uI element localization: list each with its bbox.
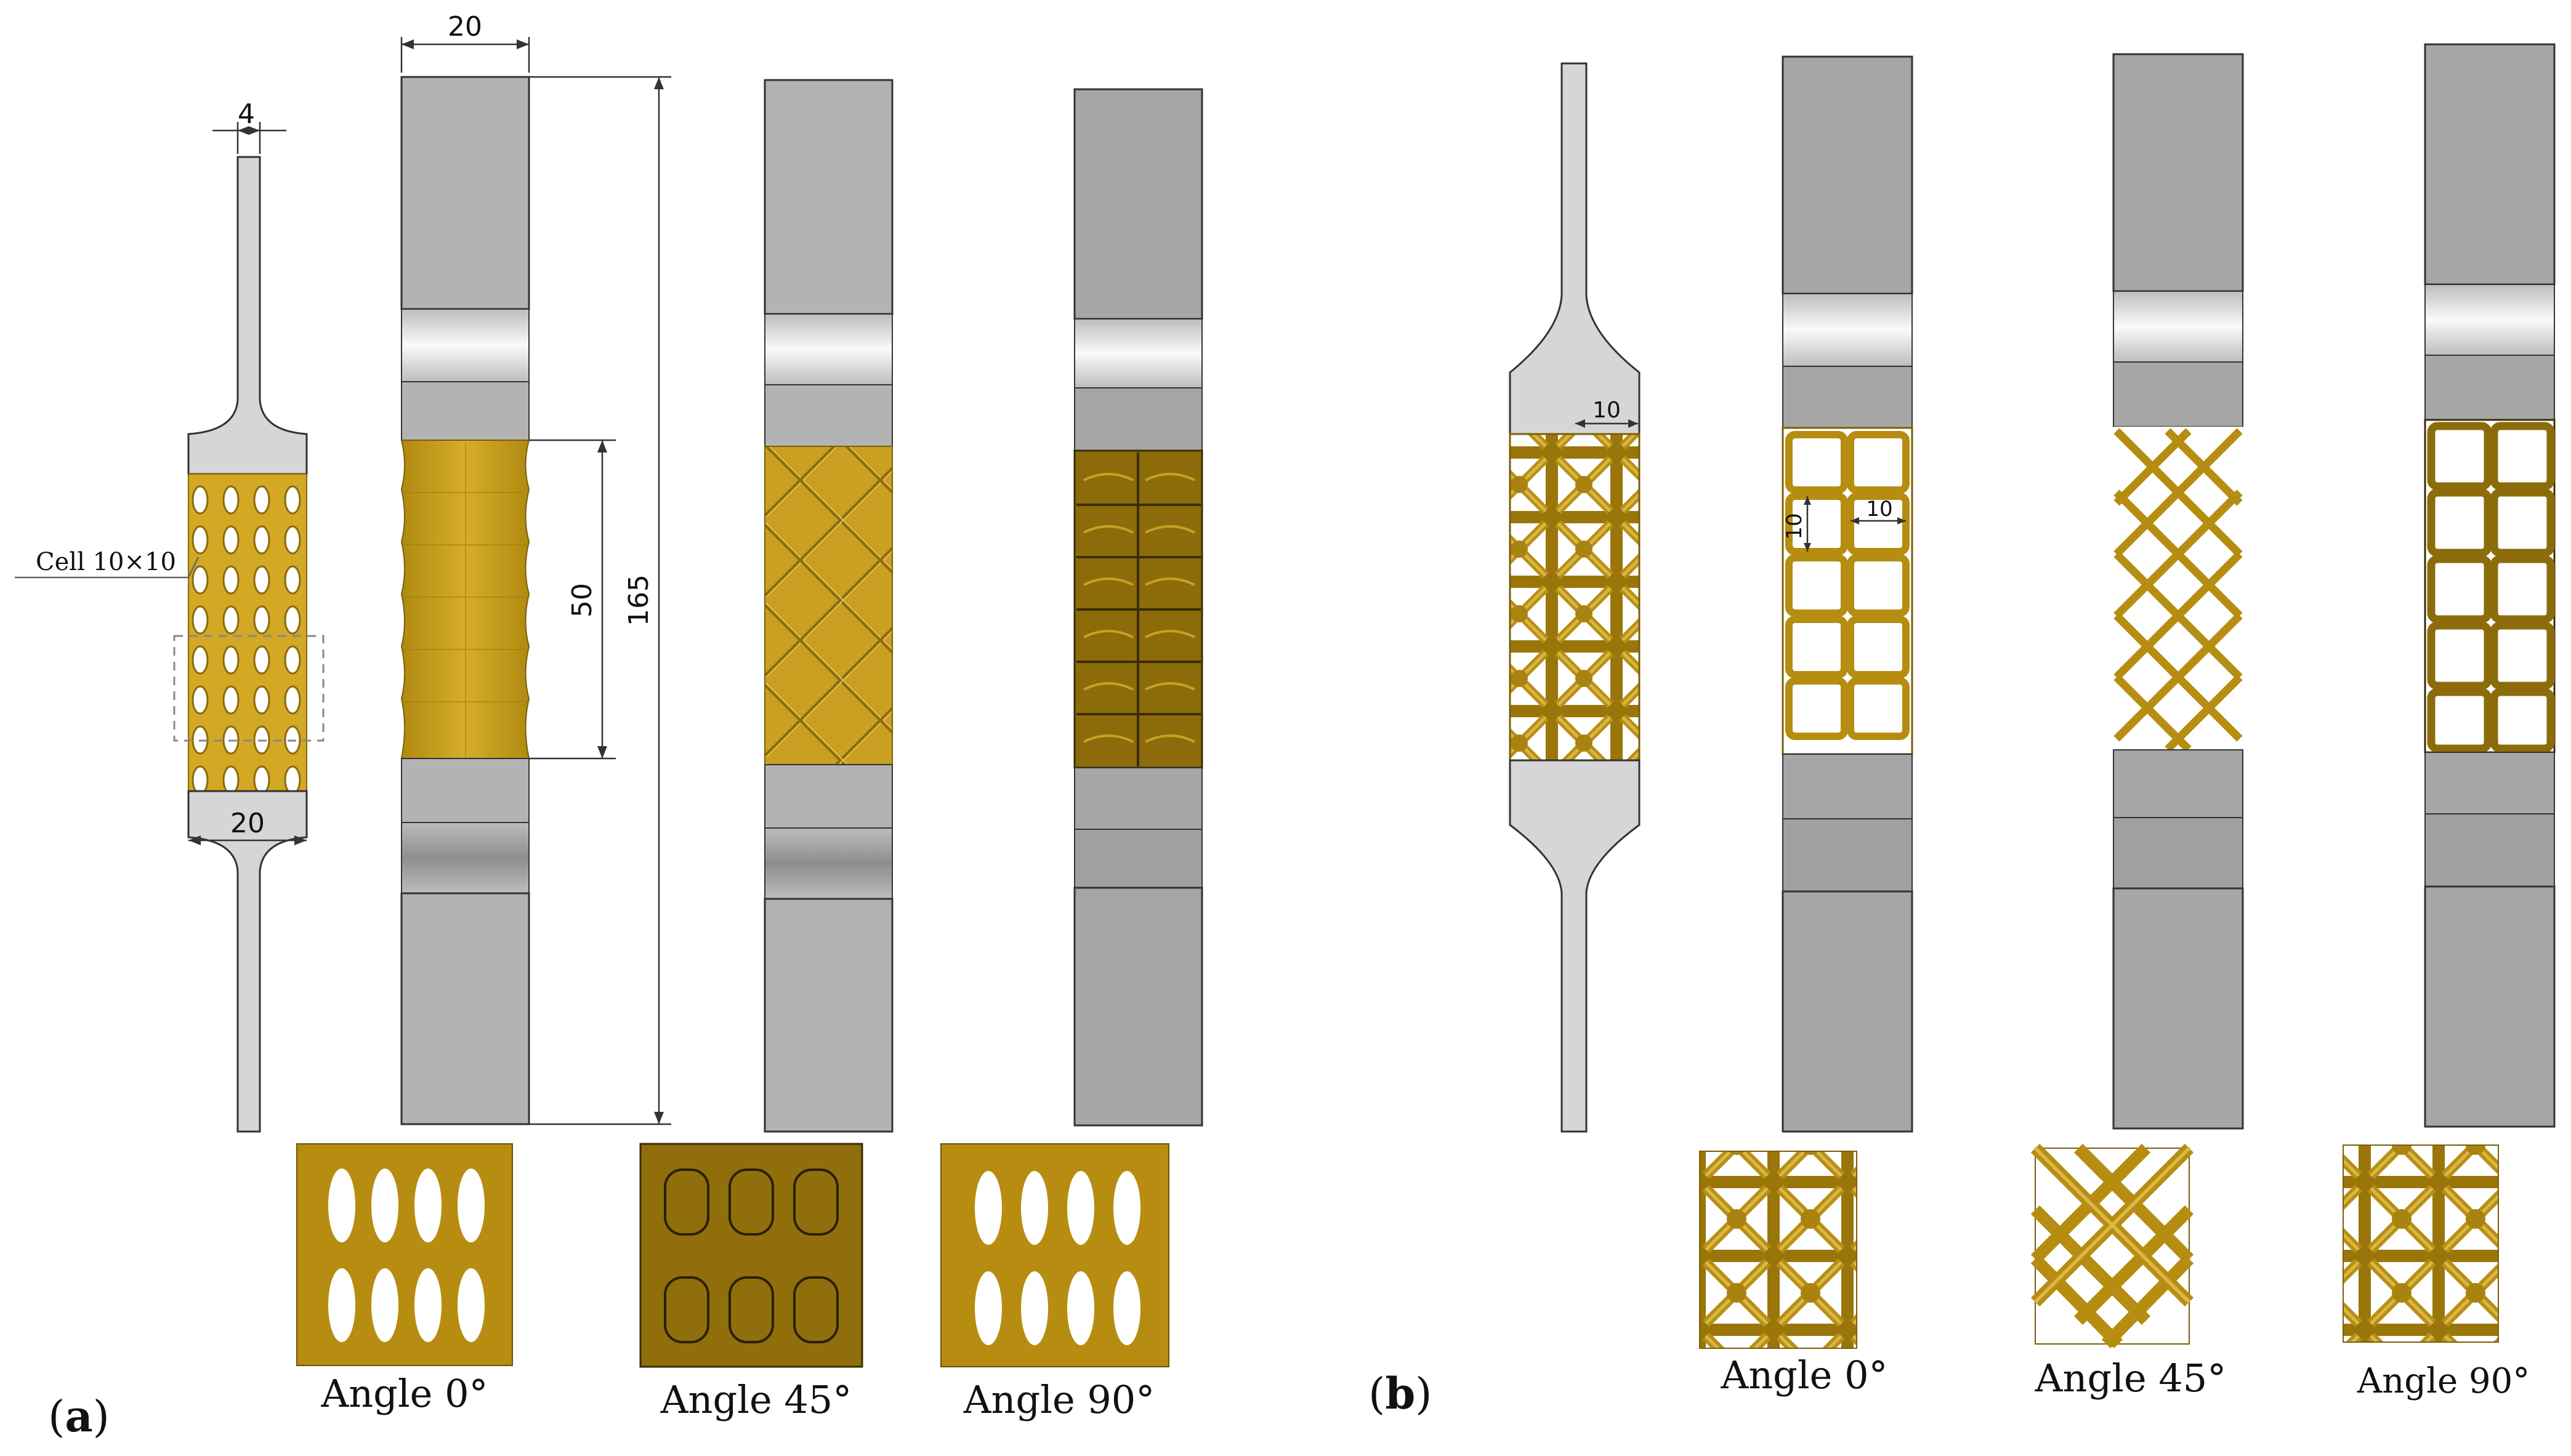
dim-neck-width-label: 4 (238, 99, 255, 130)
dim-bar-width-label: 20 (448, 11, 482, 42)
caption-a-0deg: Angle 0° (320, 1371, 488, 1416)
panel-b: 10 10 10 (1368, 43, 2556, 1419)
cell-size-label: Cell 10×10 (36, 548, 176, 576)
dim-grip-width: 20 (188, 808, 307, 845)
panel-label-a: (a) (48, 1391, 110, 1442)
panel-a: 4 Cell 10×10 20 (15, 11, 1203, 1442)
cell-size-callout: Cell 10×10 (15, 548, 200, 579)
caption-b-90deg: Angle 90° (2357, 1361, 2530, 1401)
bar-specimen-b-90deg (2424, 43, 2556, 1128)
unit-cell-a-90deg (940, 1143, 1169, 1367)
dim-cell-height-label: 10 (1782, 513, 1807, 539)
square-lattice-gauge (1785, 431, 1910, 740)
dark-square-lattice-gauge (2427, 422, 2555, 753)
dim-grip-width-label: 20 (230, 808, 265, 839)
dim-total-length-label: 165 (623, 574, 655, 626)
bar-specimen-a-90deg (1073, 88, 1203, 1127)
unit-cell-a-0deg (296, 1143, 513, 1366)
panel-label-b: (b) (1368, 1368, 1432, 1419)
dim-cell-width-label: 10 (1866, 497, 1892, 521)
caption-b-45deg: Angle 45° (2035, 1356, 2227, 1401)
caption-a-45deg: Angle 45° (660, 1377, 852, 1422)
bar-specimen-a-45deg (764, 79, 894, 1133)
unit-cell-b-0deg (1699, 1151, 1857, 1349)
unit-cell-highlight-box (173, 635, 325, 742)
caption-b-0deg: Angle 0° (1720, 1353, 1887, 1398)
gyroid-lattice-gauge (188, 473, 307, 792)
caption-a-90deg: Angle 90° (963, 1377, 1155, 1422)
bar-specimen-b-0deg: 10 10 (1782, 55, 1913, 1133)
bar-specimen-b-45deg (2112, 53, 2244, 1130)
dim-total-length: 165 (529, 76, 671, 1125)
unit-cell-b-90deg (2343, 1144, 2499, 1343)
unit-cell-a-45deg (639, 1143, 863, 1368)
diamond-lattice-gauge (2113, 428, 2243, 752)
dim-neck-width: 4 (212, 99, 286, 154)
dim-bar-width: 20 (400, 11, 530, 73)
unit-cell-b-45deg (2030, 1143, 2194, 1348)
dogbone-specimen-a (173, 156, 325, 1133)
dogbone-specimen-b: 10 (1509, 62, 1641, 1133)
diagonal-sheet-gauge (764, 446, 893, 765)
dim-gauge-length-label: 50 (567, 583, 598, 617)
truss-lattice-gauge (1509, 433, 1641, 762)
bar-specimen-a-0deg (400, 76, 530, 1125)
dim-gauge-length: 50 (529, 439, 616, 760)
dim-cell-top-label: 10 (1592, 398, 1621, 423)
